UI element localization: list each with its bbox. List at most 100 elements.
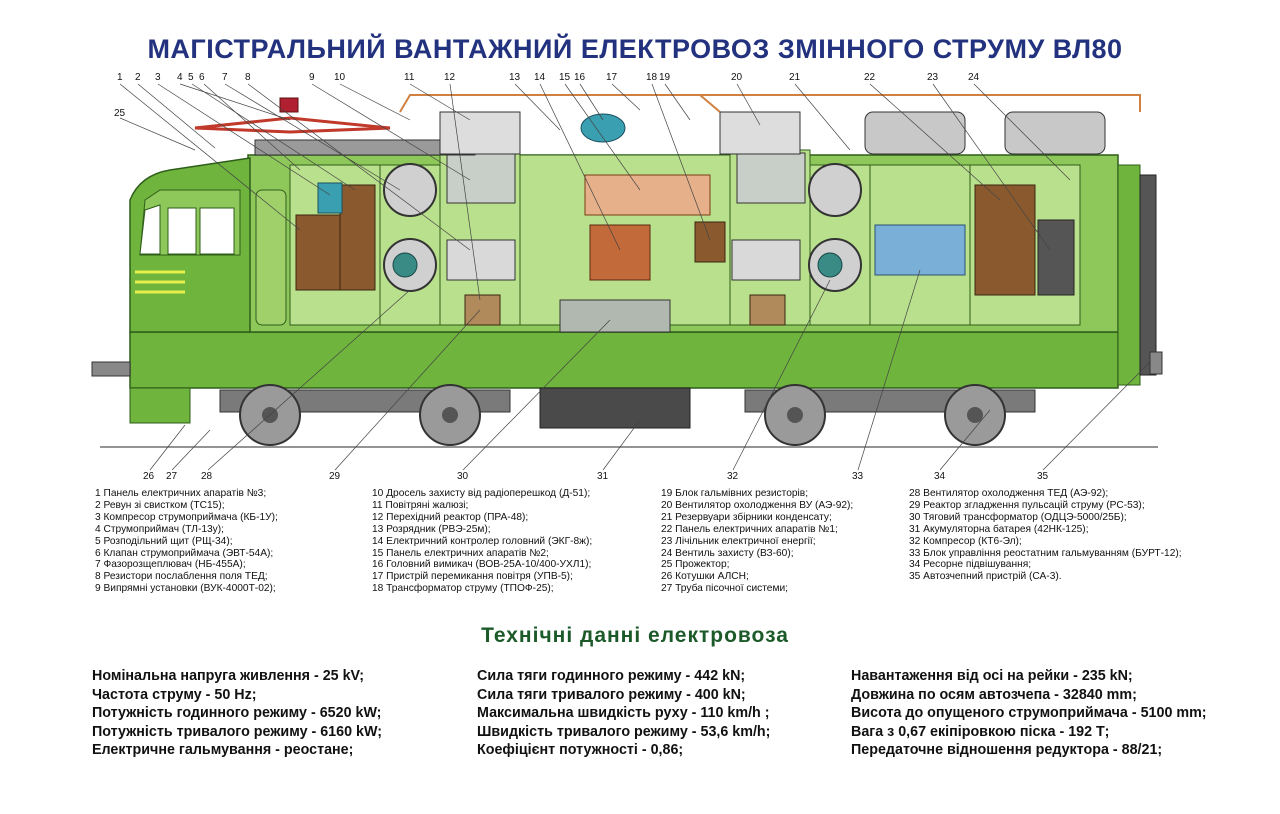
legend-item: 2 Ревун зі свистком (ТС15); (95, 499, 225, 511)
callout-6: 6 (199, 72, 205, 83)
legend-column-1: 1 Панель електричних апаратів №3; 2 Реву… (95, 488, 278, 595)
tech-item: Потужність тривалого режиму - 6160 kW; (92, 723, 382, 740)
legend-column-3: 19 Блок гальмівних резисторів; 20 Вентил… (661, 488, 853, 595)
tech-item: Вага з 0,67 екіпіровкою піска - 192 Т; (851, 723, 1110, 740)
tech-item: Швидкість тривалого режиму - 53,6 km/h; (477, 723, 771, 740)
bottom-callout-numbers: 26 27 28 29 30 31 32 33 34 35 (143, 471, 1049, 480)
callout-20: 20 (731, 72, 743, 83)
rectifier-right (736, 152, 806, 204)
ventilator-right-top (808, 163, 862, 217)
legend-item: 1 Панель електричних апаратів №3; (95, 488, 267, 499)
roof-resistor-block-2 (1004, 111, 1106, 155)
motor-left (392, 252, 418, 278)
roof-resistor-block-1 (864, 111, 966, 155)
legend-column-2: 10 Дросель захисту від радіоперешкод (Д-… (372, 488, 592, 595)
resistors-right (731, 239, 801, 281)
panel-2 (584, 174, 711, 216)
legend-item: 14 Електричний контролер головний (ЭКГ-8… (372, 535, 593, 547)
legend-item: 15 Панель електричних апаратів №2; (372, 547, 549, 559)
legend-item: 35 Автозчепний пристрій (СА-3). (909, 571, 1062, 583)
callout-26: 26 (143, 471, 155, 480)
ventilator-left-top (383, 163, 437, 217)
callout-16: 16 (574, 72, 586, 83)
callout-12: 12 (444, 72, 456, 83)
traction-transformer (559, 299, 671, 333)
callout-32: 32 (727, 471, 739, 480)
legend-item: 33 Блок управління реостатним гальмуванн… (909, 547, 1182, 559)
legend-item: 17 Пристрій перемикання повітря (УПВ-5); (372, 571, 573, 583)
callout-8: 8 (245, 72, 251, 83)
callout-18: 18 (646, 72, 658, 83)
legend-item: 30 Тяговий трансформатор (ОДЦЭ-5000/25Б)… (909, 511, 1127, 523)
legend-item: 8 Резистори послаблення поля ТЕД; (95, 571, 268, 583)
tech-item: Передаточне відношення редуктора - 88/21… (851, 742, 1163, 759)
cab-window-front (139, 204, 161, 255)
motor-right (817, 252, 843, 278)
cab-door (255, 189, 287, 326)
callout-30: 30 (457, 471, 469, 480)
resistors-left (446, 239, 516, 281)
callout-28: 28 (201, 471, 213, 480)
callout-2: 2 (135, 72, 141, 83)
legend-item: 4 Струмоприймач (ТЛ-13у); (95, 523, 224, 535)
rear-buffer (1139, 174, 1157, 376)
current-transformer (694, 221, 726, 263)
callout-25: 25 (114, 108, 126, 119)
callout-22: 22 (864, 72, 876, 83)
locomotive-diagram: 1 2 3 4 5 6 7 8 9 10 11 12 13 14 15 16 1… (91, 72, 1163, 480)
tech-item: Висота до опущеного струмоприймача - 510… (851, 705, 1207, 722)
callout-35: 35 (1037, 471, 1049, 480)
callout-19: 19 (659, 72, 671, 83)
battery-box (539, 387, 691, 429)
compressor-pantograph (317, 182, 343, 214)
legend-item: 19 Блок гальмівних резисторів; (661, 488, 809, 499)
tech-item: Електричне гальмування - реостане; (92, 742, 354, 759)
legend-item: 3 Компресор струмоприймача (КБ-1У); (95, 511, 278, 523)
roof-bus (399, 94, 721, 113)
tech-column-3: Навантаження від осі на рейки - 235 kN; … (851, 667, 1207, 760)
page-title: МАГІСТРАЛЬНИЙ ВАНТАЖНИЙ ЕЛЕКТРОВОЗ ЗМІНН… (147, 34, 1123, 64)
callout-27: 27 (166, 471, 178, 480)
tech-item: Сила тяги тривалого режиму - 400 kN; (477, 686, 746, 703)
tech-column-2: Сила тяги годинного режиму - 442 kN; Сил… (477, 667, 770, 760)
callout-33: 33 (852, 471, 864, 480)
legend-item: 28 Вентилятор охолодження ТЕД (АЭ-92); (909, 488, 1109, 499)
energy-meter (1037, 219, 1075, 296)
legend-item: 11 Повітряні жалюзі; (372, 499, 469, 511)
tech-item: Максимальна швидкість руху - 110 km/h ; (477, 705, 770, 722)
legend-item: 24 Вентиль захисту (ВЗ-60); (661, 547, 794, 559)
hub-3 (787, 407, 803, 423)
tech-item: Навантаження від осі на рейки - 235 kN; (851, 668, 1133, 684)
legend-item: 25 Прожектор; (661, 559, 730, 571)
callout-9: 9 (309, 72, 315, 83)
tech-column-1: Номінальна напруга живлення - 25 kV; Час… (92, 667, 382, 760)
cab-skirt (129, 387, 191, 424)
tech-item: Коефіцієнт потужності - 0,86; (477, 742, 684, 759)
callout-10: 10 (334, 72, 346, 83)
rear-coupler (1149, 351, 1163, 375)
callout-14: 14 (534, 72, 546, 83)
legend-item: 21 Резервуари збірники конденсату; (661, 511, 832, 523)
roof-bus-right (700, 94, 1141, 112)
legend-item: 12 Перехідний реактор (ПРА-48); (372, 511, 529, 523)
legend-item: 22 Панель електричних апаратів №1; (661, 523, 838, 535)
callout-13: 13 (509, 72, 521, 83)
roof-louvers-right (719, 111, 801, 155)
tech-item: Потужність годинного режиму - 6520 kW; (92, 705, 382, 722)
rectifier-left (446, 152, 516, 204)
callout-5: 5 (188, 72, 194, 83)
legend-item: 27 Труба пісочної системи; (661, 583, 788, 595)
cab-window-right (199, 207, 235, 255)
callout-7: 7 (222, 72, 228, 83)
legend-column-4: 28 Вентилятор охолодження ТЕД (АЭ-92); 2… (909, 488, 1182, 583)
pantograph (194, 116, 391, 134)
legend-item: 32 Компресор (КТ6-Эл); (909, 535, 1022, 547)
legend-item: 13 Розрядник (РВЭ-25м); (372, 523, 491, 535)
rear-end (1117, 164, 1141, 386)
leader-lines (119, 83, 1151, 471)
legend-item: 9 Випрямні установки (ВУК-4000Т-02); (95, 583, 276, 595)
legend-item: 5 Розподільний щит (РЩ-34); (95, 535, 233, 547)
main-switch (580, 113, 626, 143)
callout-34: 34 (934, 471, 946, 480)
pantograph-head (279, 97, 299, 113)
